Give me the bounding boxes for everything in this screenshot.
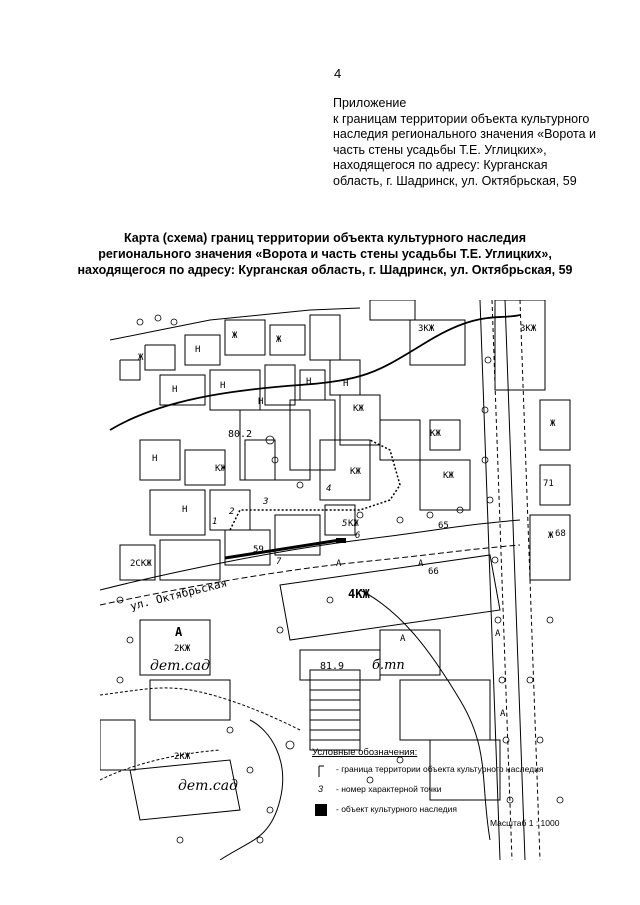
cultural-object-icon bbox=[315, 804, 327, 816]
legend-row-boundary: - граница территории объекта культурного… bbox=[312, 764, 592, 784]
house-number: 66 bbox=[428, 567, 439, 577]
house-number: 68 bbox=[555, 529, 566, 539]
characteristic-point: 4 bbox=[326, 484, 332, 494]
building-label: Н bbox=[258, 397, 264, 407]
legend-point-label: - номер характерной точки bbox=[336, 784, 442, 794]
characteristic-point: 3 bbox=[263, 497, 269, 507]
appendix-line: область, г. Шадринск, ул. Октябрьская, 5… bbox=[333, 173, 577, 188]
appendix-line: находящегося по адресу: Курганская bbox=[333, 158, 548, 172]
building-label: 2КЖ bbox=[174, 644, 191, 654]
building-label: 4КЖ bbox=[348, 587, 370, 601]
building-label: А bbox=[495, 629, 501, 639]
appendix-block: Приложение к границам территории объекта… bbox=[333, 96, 633, 189]
kindergarten-label: дет.сад bbox=[150, 658, 210, 674]
building-label: Ж bbox=[548, 531, 554, 541]
boundary-line-icon bbox=[318, 765, 324, 777]
house-number: 65 bbox=[438, 521, 449, 531]
scale-label: Масштаб 1 : 1000 bbox=[490, 818, 560, 828]
page-number: 4 bbox=[334, 66, 342, 81]
building-label: КЖ bbox=[215, 464, 226, 474]
building-label: Н bbox=[306, 377, 312, 387]
building-label: 3КЖ bbox=[520, 324, 537, 334]
house-number: 71 bbox=[543, 479, 554, 489]
cadastral-map: Ж Ж Ж Н Н Н Н Н Н КЖ КЖ КЖ КЖ КЖ Н Н 2СК… bbox=[100, 300, 590, 860]
building-label: КЖ bbox=[353, 404, 364, 414]
house-number: 59 bbox=[253, 545, 264, 555]
building-label: А bbox=[418, 559, 424, 569]
appendix-line: Приложение bbox=[333, 96, 407, 110]
characteristic-point: 2 bbox=[229, 507, 235, 517]
building-label: 2СКЖ bbox=[130, 559, 152, 569]
characteristic-point: 1 bbox=[212, 517, 218, 527]
building-label: Н bbox=[220, 381, 226, 391]
building-label: КЖ bbox=[350, 467, 361, 477]
building-label: Ж bbox=[138, 353, 144, 363]
building-label: КЖ bbox=[430, 429, 441, 439]
point-number-symbol: 3 bbox=[318, 784, 324, 794]
appendix-line: часть стены усадьбы Т.Е. Углицких», bbox=[333, 142, 547, 157]
kindergarten-label: дет.сад bbox=[178, 778, 238, 794]
map-title-line: Карта (схема) границ территории объекта … bbox=[124, 231, 526, 245]
shop-label: б.тп bbox=[372, 658, 405, 673]
building-label: Н bbox=[343, 379, 349, 389]
map-title-line: находящегося по адресу: Курганская облас… bbox=[77, 263, 573, 277]
legend-row-object: - объект культурного наследия bbox=[312, 804, 592, 824]
building-label: КЖ bbox=[443, 471, 454, 481]
legend-boundary-label: - граница территории объекта культурного… bbox=[336, 764, 544, 774]
building-label: Н bbox=[172, 385, 178, 395]
building-label: Ж bbox=[550, 419, 556, 429]
building-label: Н bbox=[195, 345, 201, 355]
building-label: 3КЖ bbox=[418, 324, 435, 334]
building-label: А bbox=[336, 559, 342, 569]
building-label: 2КЖ bbox=[174, 752, 191, 762]
map-drawing bbox=[100, 300, 571, 860]
characteristic-point: 6 bbox=[355, 531, 361, 541]
map-title-line: регионального значения «Ворота и часть с… bbox=[98, 247, 552, 261]
building-label: Н bbox=[152, 454, 158, 464]
characteristic-point: 5 bbox=[342, 519, 348, 529]
building-label: Н bbox=[182, 505, 188, 515]
legend: Условные обозначения: - граница территор… bbox=[312, 748, 592, 824]
building-label: А bbox=[500, 709, 506, 719]
elevation-label: 81.9 bbox=[320, 661, 345, 672]
characteristic-point: 7 bbox=[276, 557, 282, 567]
building-label: КЖ bbox=[348, 519, 359, 529]
building-label: Ж bbox=[232, 331, 238, 341]
elevation-label: 80.2 bbox=[228, 429, 253, 440]
building-label: А bbox=[400, 634, 406, 644]
building-label: А bbox=[175, 625, 183, 639]
building-label: Ж bbox=[276, 335, 282, 345]
map-title: Карта (схема) границ территории объекта … bbox=[40, 230, 610, 278]
appendix-line: к границам территории объекта культурног… bbox=[333, 111, 590, 126]
cultural-object bbox=[336, 538, 346, 543]
appendix-line: наследия регионального значения «Ворота … bbox=[333, 127, 596, 141]
legend-object-label: - объект культурного наследия bbox=[336, 804, 457, 814]
legend-title: Условные обозначения: bbox=[312, 747, 418, 758]
legend-row-point: 3 - номер характерной точки bbox=[312, 784, 592, 804]
